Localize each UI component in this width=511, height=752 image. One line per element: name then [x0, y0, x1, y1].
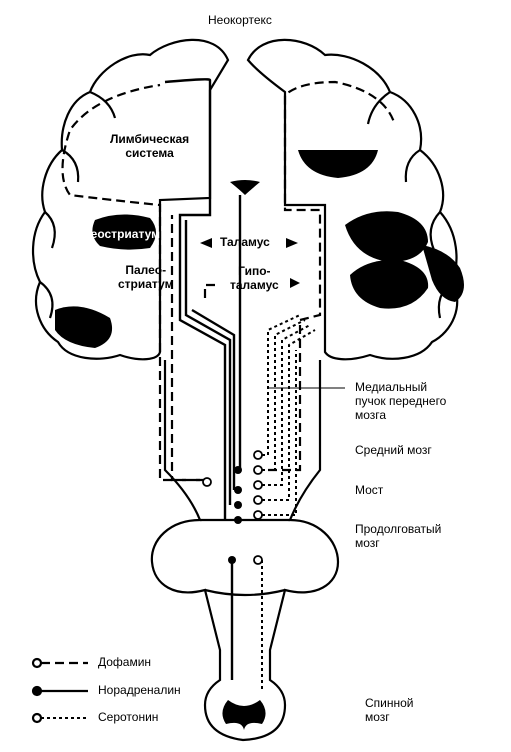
label-hypothalamus: Гипо- таламус: [230, 264, 279, 293]
dopamine-path-right-cortex: [268, 80, 397, 472]
label-pons: Мост: [355, 483, 384, 497]
serotonin-pathways: [261, 314, 316, 690]
label-mfb-line3: мозга: [355, 407, 387, 422]
right-lateral-blob: [422, 245, 464, 302]
label-spinal-line1: Спинной: [365, 696, 414, 710]
dopamine-path-hypothalamus: [203, 283, 215, 300]
dopamine-path-striatum: [170, 215, 205, 482]
gyrus-left-4: [39, 281, 54, 319]
serotonin-path-1: [262, 314, 301, 456]
noradrenaline-path-4: [191, 308, 236, 490]
label-paleostriatum-line2: стриатум: [118, 276, 174, 291]
label-paleostriatum: Палео- стриатум: [118, 263, 174, 292]
label-medial-forebrain-bundle: Медиальный пучок переднего мозга: [355, 380, 447, 422]
right-hemisphere-outline: [246, 38, 459, 361]
label-mfb-line1: Медиальный: [355, 380, 428, 394]
serotonin-path-3: [262, 324, 311, 486]
gyrus-left-2: [61, 149, 80, 183]
noradrenaline-path-2: [164, 78, 227, 520]
noradrenaline-cell-bodies: [228, 466, 242, 564]
dopamine-pathways: [61, 80, 397, 482]
label-medulla: Продолговатый мозг: [355, 522, 442, 551]
medulla-divider: [204, 588, 286, 597]
label-spinal-cord: Спинной мозг: [365, 696, 414, 725]
cortex-notch: [230, 180, 260, 195]
serotonin-path-4: [262, 329, 316, 501]
gyrus-right-2: [404, 149, 421, 183]
label-limbic-line2: система: [125, 145, 174, 160]
label-hypothalamus-line1: Гипо-: [238, 264, 271, 278]
noradrenaline-pathways: [164, 78, 242, 680]
label-neostriatum: Неостриатум: [82, 227, 161, 241]
legend-serotonin-label: Серотонин: [98, 710, 159, 724]
serotonin-path-5: [262, 350, 297, 516]
left-hemisphere-outline: [31, 38, 230, 361]
noradrenaline-path-3: [184, 220, 232, 505]
label-spinal-line2: мозг: [365, 709, 390, 724]
neocortex-region-right: [298, 150, 378, 178]
dopamine-path-left-cortex: [61, 83, 200, 482]
serotonin-path-2: [262, 319, 306, 471]
gyrus-left-1: [89, 90, 117, 119]
arrowheads: [200, 238, 300, 288]
legend-noradrenaline-label: Норадреналин: [98, 683, 181, 697]
gyrus-right-1: [366, 91, 391, 125]
label-neocortex: Неокортекс: [208, 13, 272, 27]
label-hypothalamus-line2: таламус: [230, 277, 279, 292]
left-cortex-blob: [55, 306, 113, 348]
legend-dopamine-label: Дофамин: [98, 655, 152, 669]
gyrus-right-3: [429, 211, 441, 251]
left-caudate: [92, 214, 156, 250]
label-mfb-line2: пучок переднего: [355, 393, 447, 408]
right-nucleus-1: [345, 211, 428, 262]
spinal-cord-grey-matter: [222, 700, 266, 730]
filled-regions: [55, 150, 464, 730]
gyrus-left-3: [44, 211, 56, 249]
legend-swatches: [31, 657, 88, 724]
label-midbrain: Средний мозг: [355, 443, 432, 457]
label-paleostriatum-line1: Палео-: [125, 263, 167, 277]
serotonin-cell-bodies: [202, 450, 263, 565]
label-limbic-system: Лимбическая система: [110, 132, 190, 161]
label-thalamus: Таламус: [220, 235, 270, 249]
label-medulla-line2: мозг: [355, 535, 380, 550]
right-nucleus-2: [350, 259, 429, 309]
label-limbic-line1: Лимбическая: [110, 132, 190, 146]
label-medulla-line1: Продолговатый: [355, 522, 442, 536]
brainstem-outline: [150, 360, 340, 742]
